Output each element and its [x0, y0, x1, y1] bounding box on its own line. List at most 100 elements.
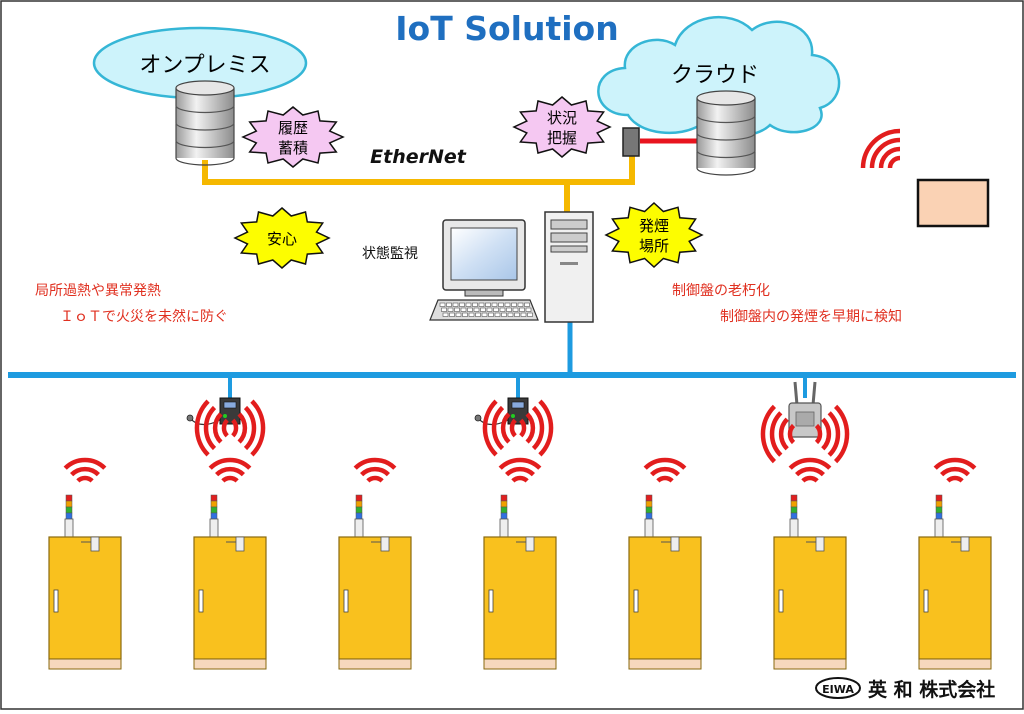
- wifi-arc: [643, 457, 687, 470]
- diagram-title: IoT Solution: [395, 9, 618, 48]
- wifi-arc: [511, 475, 529, 483]
- keyboard-key: [447, 307, 454, 312]
- wifi-arc: [76, 475, 94, 483]
- cabinet-wifi-icon: [63, 457, 107, 483]
- cabinet-sensor: [960, 536, 970, 552]
- tower-amber-light: [790, 500, 798, 508]
- monitor-label: 状態監視: [362, 245, 418, 262]
- status-burst-line1: 状況: [547, 109, 577, 127]
- keyboard-key: [472, 302, 478, 307]
- company-logo: EIWA 英 和 株式会社: [815, 677, 995, 701]
- gateway-device: [622, 127, 640, 157]
- db-band: [175, 140, 235, 149]
- wifi-arc: [491, 405, 505, 451]
- wifi-arc: [531, 405, 545, 451]
- keyboard-key: [439, 302, 446, 307]
- wifi-arc: [656, 475, 674, 483]
- control-panel-3: [338, 457, 412, 670]
- smoke-burst-line2: 場所: [639, 237, 669, 255]
- history-burst: 履歴 蓄積: [241, 106, 345, 168]
- wifi-arc: [194, 399, 210, 457]
- wifi-arc: [788, 457, 832, 470]
- tower-red-light: [355, 494, 363, 502]
- db-band: [696, 115, 756, 124]
- cabinet-wifi-icon: [933, 457, 977, 483]
- wifi-arc: [833, 404, 850, 464]
- keyboard-key: [493, 307, 499, 312]
- tower-red-light: [65, 494, 73, 502]
- keyboard-key: [514, 312, 520, 317]
- cabinet-wifi-icon: [353, 457, 397, 483]
- keyboard-key: [468, 312, 475, 317]
- cabinet-wifi-icon: [643, 457, 687, 483]
- cabinet-base: [483, 658, 557, 670]
- pc-keyboard-keys: [439, 302, 533, 317]
- cabinet-base: [48, 658, 122, 670]
- keyboard-key: [467, 307, 473, 312]
- cabinet-base: [338, 658, 412, 670]
- keyboard-key: [525, 307, 532, 312]
- keyboard-key: [501, 312, 507, 317]
- tower-amber-light: [500, 500, 508, 508]
- keyboard-key: [460, 307, 467, 312]
- control-panels: [48, 457, 992, 670]
- tower-pole: [209, 518, 219, 538]
- antenna-right: [811, 381, 817, 406]
- wifi-arc: [500, 412, 511, 444]
- module-wifi-left-icon: [482, 399, 517, 457]
- tower-amber-light: [935, 500, 943, 508]
- tower-green-light: [645, 506, 653, 514]
- tower-amber-light: [355, 500, 363, 508]
- keyboard-key: [519, 307, 525, 312]
- cabinet-body: [483, 536, 557, 660]
- keyboard-key: [455, 312, 462, 317]
- keyboard-key: [507, 312, 514, 317]
- keyboard-key: [488, 312, 494, 317]
- db-top: [696, 90, 756, 106]
- eiwa-logo-oval: [815, 677, 861, 699]
- keyboard-key: [478, 302, 485, 307]
- keyboard-key: [454, 307, 460, 312]
- wifi-arc: [778, 417, 789, 451]
- tower-pole: [499, 518, 509, 538]
- cabinet-body: [193, 536, 267, 660]
- keyboard-key: [442, 312, 449, 317]
- db-bottom: [175, 157, 235, 166]
- keyboard-key: [524, 302, 530, 307]
- wifi-arc: [525, 412, 536, 444]
- tower-green-light: [65, 506, 73, 514]
- wifi-arc: [946, 475, 964, 483]
- keyboard-key: [494, 312, 501, 317]
- smoke-location-burst: 発煙 場所: [604, 201, 704, 269]
- tower-green-light: [500, 506, 508, 514]
- tower-amber-light: [210, 500, 218, 508]
- wireless-module-1: [186, 397, 266, 457]
- tower-pole: [64, 518, 74, 538]
- keyboard-key: [449, 312, 455, 317]
- tower-amber-light: [65, 500, 73, 508]
- cabinet-sensor: [670, 536, 680, 552]
- db-top: [175, 80, 235, 96]
- wifi-arc: [237, 412, 248, 444]
- cloud-database-icon: [696, 90, 756, 176]
- company-name: 英 和 株式会社: [868, 678, 995, 701]
- cabinet-handle: [488, 589, 494, 613]
- wifi-arc: [360, 466, 390, 477]
- wifi-arc: [221, 418, 229, 438]
- module-sensor: [474, 414, 482, 422]
- cabinet-body: [773, 536, 847, 660]
- tower-red-light: [790, 494, 798, 502]
- tower-pole: [354, 518, 364, 538]
- keyboard-key: [475, 312, 481, 317]
- cabinet-wifi-icon: [788, 457, 832, 483]
- history-burst-line1: 履歴: [278, 119, 308, 137]
- db-bottom: [696, 167, 756, 176]
- module-wifi-right-icon: [231, 399, 266, 457]
- onpremise-label: オンプレミス: [139, 53, 270, 78]
- db-band: [696, 150, 756, 159]
- keyboard-key: [512, 307, 519, 312]
- pc-tower: [544, 211, 594, 323]
- wifi-arc: [243, 405, 257, 451]
- keyboard-key: [506, 307, 512, 312]
- db-band: [175, 105, 235, 114]
